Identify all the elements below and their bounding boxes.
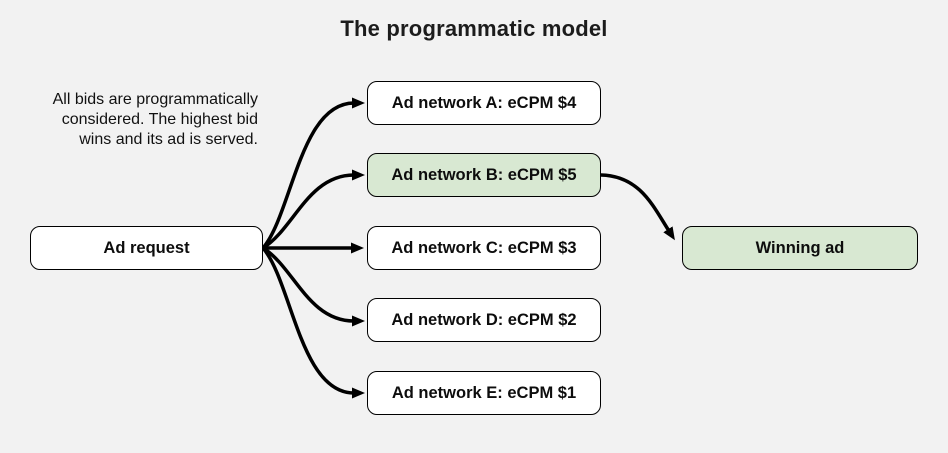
- arrow-request-to-network-b: [261, 169, 365, 250]
- ad-request-box: Ad request: [30, 226, 263, 270]
- ad-network-b-label: Ad network B: eCPM $5: [391, 165, 577, 184]
- arrow-request-to-network-a: [261, 97, 365, 250]
- ad-network-d-label: Ad network D: eCPM $2: [391, 310, 577, 329]
- ad-network-c-box: Ad network C: eCPM $3: [367, 226, 601, 270]
- ad-network-d-box: Ad network D: eCPM $2: [367, 298, 601, 342]
- winning-ad-label: Winning ad: [755, 238, 845, 257]
- ad-network-e-label: Ad network E: eCPM $1: [391, 383, 577, 402]
- ad-request-label: Ad request: [103, 238, 190, 257]
- winning-ad-box: Winning ad: [682, 226, 918, 270]
- ad-network-e-box: Ad network E: eCPM $1: [367, 371, 601, 415]
- arrow-network-b-to-winning-ad: [599, 173, 675, 241]
- diagram-title: The programmatic model: [340, 16, 608, 41]
- ad-network-b-box-highlighted: Ad network B: eCPM $5: [367, 153, 601, 197]
- arrow-request-to-network-e: [261, 246, 365, 399]
- ad-network-c-label: Ad network C: eCPM $3: [391, 238, 577, 257]
- ad-network-a-box: Ad network A: eCPM $4: [367, 81, 601, 125]
- arrow-request-to-network-d: [261, 246, 365, 327]
- diagram-description: All bids are programmatically considered…: [52, 91, 258, 148]
- ad-network-a-label: Ad network A: eCPM $4: [391, 93, 577, 112]
